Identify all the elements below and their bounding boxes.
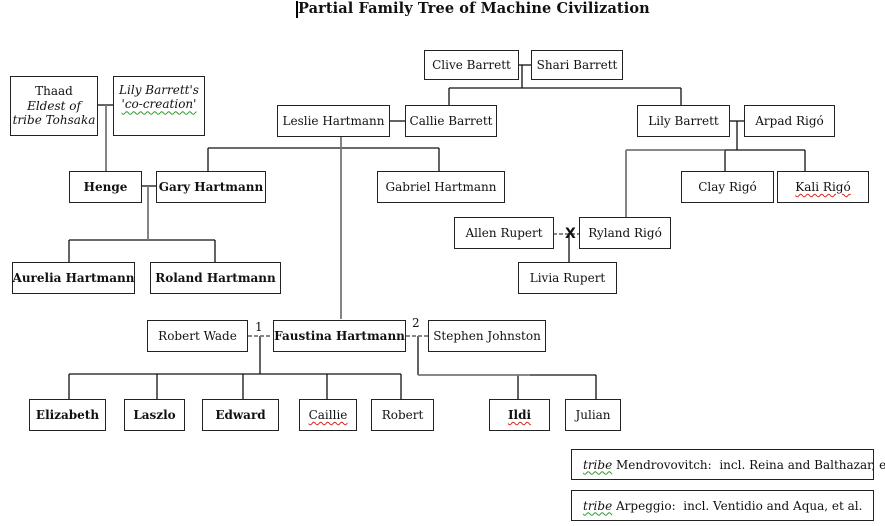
person-aurelia-hartmann: Aurelia Hartmann xyxy=(12,262,135,294)
person-name: Arpad Rigó xyxy=(755,113,824,128)
person-elizabeth: Elizabeth xyxy=(29,399,106,431)
person-subtitle: Eldest of xyxy=(27,98,81,113)
person-clive-barrett: Clive Barrett xyxy=(424,50,519,80)
person-name: Livia Rupert xyxy=(529,270,606,285)
person-name: Leslie Hartmann xyxy=(282,113,385,128)
person-name: Aurelia Hartmann xyxy=(12,270,135,285)
person-name: Caillie xyxy=(308,407,348,422)
person-subtitle: 'co-creation' xyxy=(121,97,197,112)
person-subtitle: tribe Tohsaka xyxy=(12,113,96,128)
person-name: Lily Barrett xyxy=(648,113,719,128)
tribe-word: tribe xyxy=(583,457,613,472)
marriage-number-2: 2 xyxy=(412,316,420,330)
person-gary-hartmann: Gary Hartmann xyxy=(156,171,266,203)
person-leslie-hartmann: Leslie Hartmann xyxy=(277,105,390,137)
person-name: Kali Rigó xyxy=(795,179,851,194)
person-name: Clive Barrett xyxy=(432,57,511,72)
tribe-word: tribe xyxy=(583,498,613,513)
person-name: Elizabeth xyxy=(35,407,100,422)
person-name: Stephen Johnston xyxy=(433,328,541,343)
person-ryland-rigo: Ryland Rigó xyxy=(579,217,671,249)
marriage-number-1: 1 xyxy=(255,320,263,334)
person-name: Roland Hartmann xyxy=(155,270,276,285)
person-name: Lily Barrett's xyxy=(119,83,199,97)
person-shari-barrett: Shari Barrett xyxy=(531,50,623,80)
person-caillie: Caillie xyxy=(299,399,357,431)
person-kali-rigo: Kali Rigó xyxy=(777,171,869,203)
person-name: Robert Wade xyxy=(158,328,237,343)
tribe-note-mendrovovitch: tribe Mendrovovitch: incl. Reina and Bal… xyxy=(571,449,885,480)
person-thaad: Thaad Eldest of tribe Tohsaka xyxy=(10,76,98,136)
person-name: Henge xyxy=(83,179,128,194)
person-laszlo: Laszlo xyxy=(124,399,185,431)
person-lily-barrett: Lily Barrett xyxy=(637,105,730,137)
person-arpad-rigo: Arpad Rigó xyxy=(744,105,835,137)
person-name: Allen Rupert xyxy=(465,225,543,240)
person-callie-barrett: Callie Barrett xyxy=(405,105,497,137)
person-name: Julian xyxy=(575,407,611,422)
person-clay-rigo: Clay Rigó xyxy=(681,171,774,203)
person-julian: Julian xyxy=(565,399,621,431)
person-name: Ryland Rigó xyxy=(588,225,662,240)
person-robert: Robert xyxy=(371,399,434,431)
tribe-note-arpeggio: tribe Arpeggio: incl. Ventidio and Aqua,… xyxy=(571,490,874,521)
person-name: Callie Barrett xyxy=(409,113,493,128)
text-cursor xyxy=(296,1,298,18)
divorce-mark: X xyxy=(565,226,576,242)
person-faustina-hartmann: Faustina Hartmann xyxy=(273,320,406,352)
person-name: Gabriel Hartmann xyxy=(385,179,497,194)
person-henge: Henge xyxy=(69,171,142,203)
page-title: Partial Family Tree of Machine Civilizat… xyxy=(298,0,650,17)
person-name: Shari Barrett xyxy=(536,57,618,72)
person-gabriel-hartmann: Gabriel Hartmann xyxy=(377,171,505,203)
person-allen-rupert: Allen Rupert xyxy=(454,217,554,249)
person-name: Faustina Hartmann xyxy=(274,328,405,343)
person-name: Edward xyxy=(215,407,266,422)
person-name: Robert xyxy=(381,407,424,422)
person-roland-hartmann: Roland Hartmann xyxy=(150,262,281,294)
person-stephen-johnston: Stephen Johnston xyxy=(428,320,546,352)
person-name: Thaad xyxy=(35,84,73,99)
person-name: Clay Rigó xyxy=(698,179,757,194)
person-name: Ildi xyxy=(507,407,532,422)
person-ildi: Ildi xyxy=(489,399,550,431)
tribe-note-text: Arpeggio: incl. Ventidio and Aqua, et al… xyxy=(612,498,863,513)
person-lily-co-creation: Lily Barrett's 'co-creation' xyxy=(113,76,205,136)
person-edward: Edward xyxy=(202,399,279,431)
person-name: Gary Hartmann xyxy=(158,179,264,194)
person-name: Laszlo xyxy=(133,407,176,422)
person-livia-rupert: Livia Rupert xyxy=(518,262,617,294)
tribe-note-text: Mendrovovitch: incl. Reina and Balthazar… xyxy=(612,457,885,472)
person-robert-wade: Robert Wade xyxy=(147,320,248,352)
